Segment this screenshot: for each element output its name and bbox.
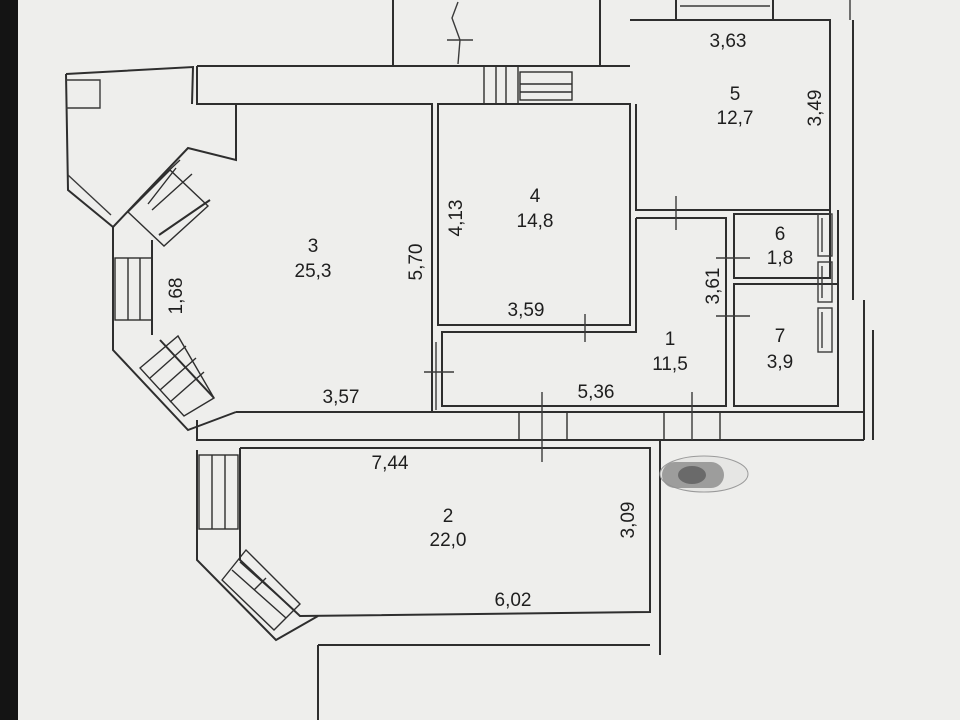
room3-number: 3 xyxy=(308,236,319,257)
room4-number: 4 xyxy=(530,186,541,207)
dim-room5-top: 3,63 xyxy=(710,31,747,52)
dim-room3-left: 1,68 xyxy=(166,278,187,315)
floor-plan-drawing: 3 25,3 4 14,8 5 12,7 6 1,8 7 3,9 1 11,5 … xyxy=(65,0,874,720)
vent-1 xyxy=(817,213,833,257)
room-labels: 3 25,3 4 14,8 5 12,7 6 1,8 7 3,9 1 11,5 … xyxy=(295,84,794,551)
room2-bottom-outer xyxy=(318,440,661,655)
floor-plan: 3 25,3 4 14,8 5 12,7 6 1,8 7 3,9 1 11,5 … xyxy=(18,0,960,720)
room6-area: 1,8 xyxy=(767,248,793,269)
room3-outer-wall xyxy=(112,104,237,432)
room5-top-opening xyxy=(675,0,774,20)
right-outer-upper xyxy=(852,20,865,400)
dim-room1-right: 3,61 xyxy=(703,268,724,305)
bay-left xyxy=(65,73,114,228)
bay-diagonal xyxy=(67,174,112,216)
dim-room3-bottom: 3,57 xyxy=(323,387,360,408)
dim-room3-right: 5,70 xyxy=(406,244,427,281)
dim-room2-bottom: 6,02 xyxy=(495,590,532,611)
dim-room1-bottom: 5,36 xyxy=(578,382,615,403)
door-markers xyxy=(424,196,750,462)
dim-room2-right: 3,09 xyxy=(618,502,639,539)
window-room3-bay-top xyxy=(126,169,210,247)
window-room2-bay xyxy=(221,548,301,631)
room6-number: 6 xyxy=(775,224,786,245)
mid-wall xyxy=(196,420,864,441)
room1-number: 1 xyxy=(665,329,676,350)
room5-number: 5 xyxy=(730,84,741,105)
room2-outer-wall xyxy=(196,450,319,642)
dim-room4-left: 4,13 xyxy=(446,200,467,237)
bay-nook xyxy=(66,79,101,109)
entry-marker xyxy=(659,455,749,493)
window-corridor-2 xyxy=(519,71,573,101)
stair-mark xyxy=(447,1,473,65)
dimension-labels: 3,63 3,49 4,13 3,59 5,70 1,68 3,57 5,36 … xyxy=(166,31,826,611)
room4-area: 14,8 xyxy=(517,211,554,232)
window-room3-left xyxy=(114,257,153,321)
vent-2 xyxy=(817,261,833,303)
room6-walls xyxy=(733,213,831,279)
corridor-left-wall xyxy=(196,66,236,105)
vent-3 xyxy=(817,307,833,353)
window-room3-bay-bottom xyxy=(138,334,215,417)
room2-walls xyxy=(239,447,651,618)
room1-area: 11,5 xyxy=(652,354,688,375)
room7-number: 7 xyxy=(775,326,786,347)
room7-area: 3,9 xyxy=(767,352,793,373)
doorway-room2 xyxy=(518,411,568,441)
windows xyxy=(114,65,721,631)
room3-inner-wall xyxy=(236,103,433,413)
room2-number: 2 xyxy=(443,506,454,527)
bay-top xyxy=(65,65,195,105)
room3-area: 25,3 xyxy=(295,261,332,282)
room5-area: 12,7 xyxy=(717,108,754,129)
room2-area: 22,0 xyxy=(430,530,467,551)
room1-walls xyxy=(441,217,727,407)
dim-room2-top: 7,44 xyxy=(372,453,409,474)
window-corridor xyxy=(483,65,519,105)
right-outer-wall xyxy=(863,330,874,440)
stair-shaft-walls xyxy=(392,0,601,66)
dim-room4-bottom: 3,59 xyxy=(508,300,545,321)
window-room2-left xyxy=(198,454,239,530)
dim-room5-right: 3,49 xyxy=(805,90,826,127)
